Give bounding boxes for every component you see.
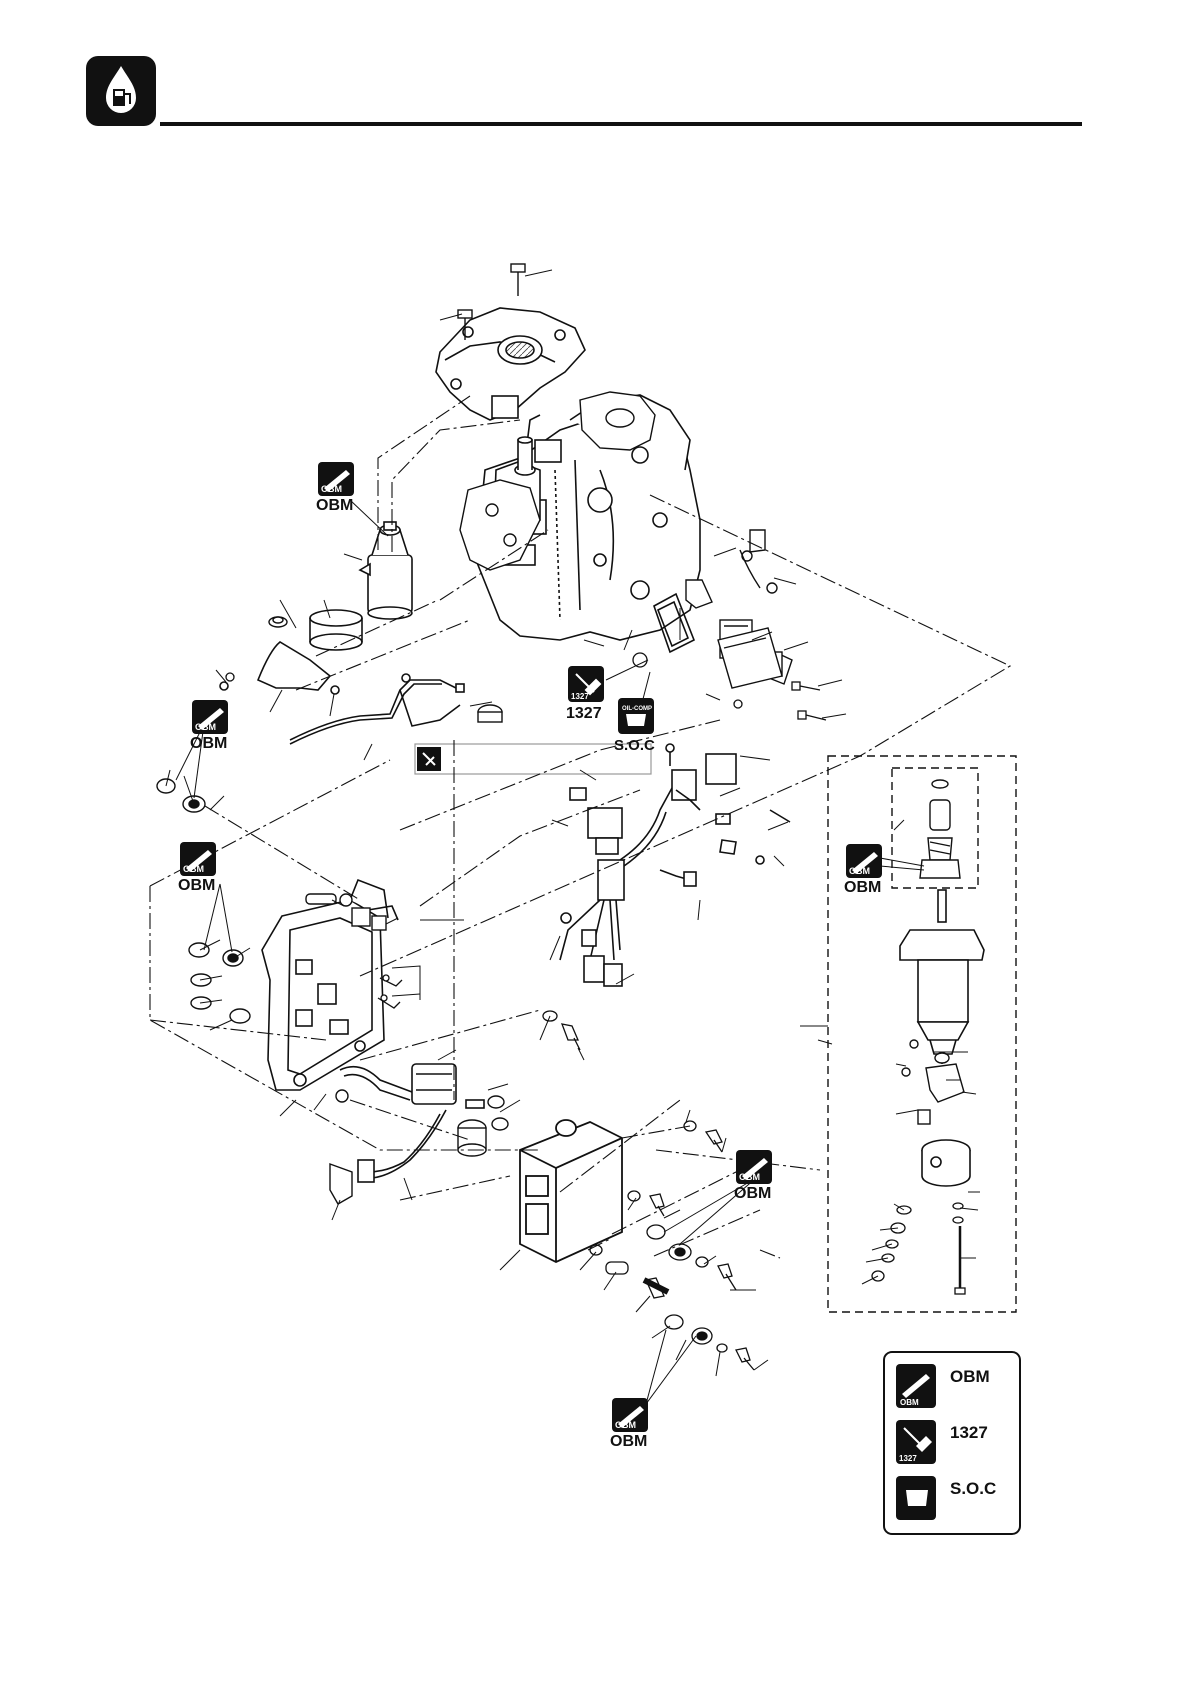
wiring-harness <box>560 744 790 986</box>
wire-lead <box>220 642 339 694</box>
pinion-assembly <box>920 780 960 878</box>
starter-motor-body <box>900 890 984 1064</box>
spark-plug-cap <box>458 1120 486 1156</box>
high-tension-cord <box>358 1110 446 1182</box>
grommet <box>157 779 243 966</box>
torque-label-box <box>415 744 651 774</box>
clamp <box>269 617 287 627</box>
plug-boot <box>330 1090 352 1204</box>
ignition-coil <box>340 1064 484 1108</box>
starter-motor <box>360 522 412 619</box>
rubber-cap <box>478 705 502 722</box>
starter-band <box>310 610 362 650</box>
end-cover <box>922 1140 970 1186</box>
battery-cable <box>290 674 464 744</box>
starter-detail-frame <box>828 756 1016 1312</box>
collar <box>606 1225 712 1344</box>
hose-clip <box>191 974 250 1023</box>
collar <box>488 1096 508 1130</box>
regulator <box>718 628 782 688</box>
nut-washer-stack <box>872 1203 965 1294</box>
electrical-bracket <box>262 880 398 1090</box>
